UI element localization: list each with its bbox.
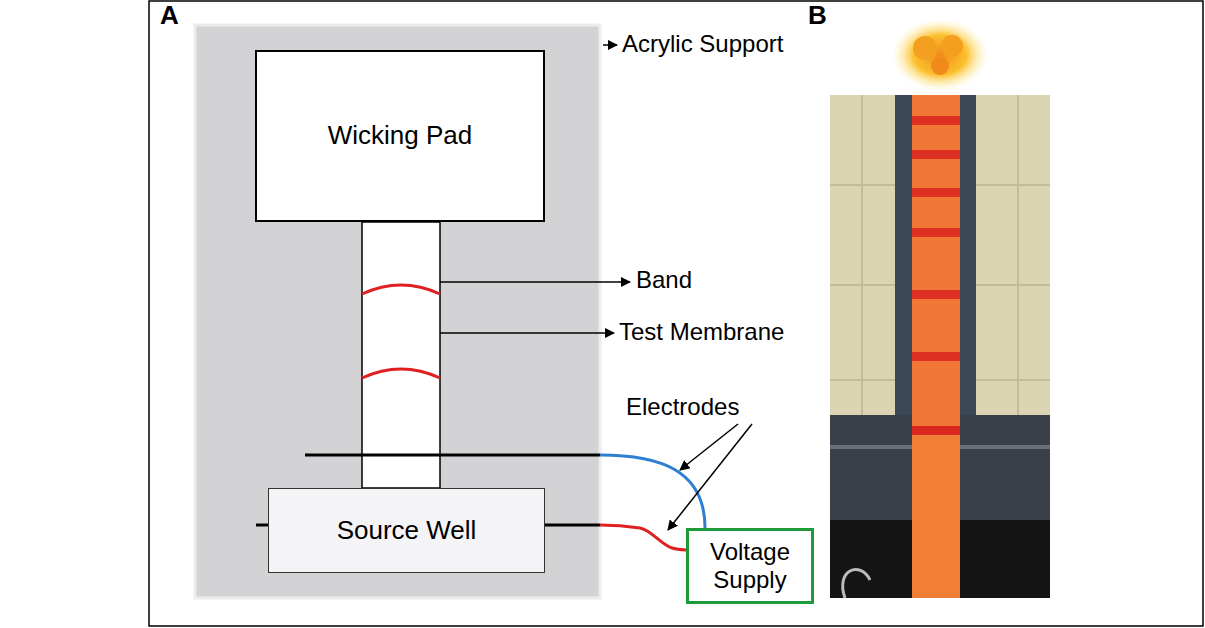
leader-arrow (440, 281, 630, 283)
part-label: Band (636, 266, 692, 294)
frame (149, 1, 1203, 626)
band-arc (362, 369, 440, 378)
wire-connector (545, 525, 686, 550)
test-membrane (362, 222, 440, 488)
photo (830, 19, 1050, 598)
blue-wire (600, 455, 705, 528)
panel-letter: B (808, 1, 827, 31)
leader-arrow (440, 332, 614, 334)
electrode (305, 454, 600, 457)
source-well-box: Source Well (268, 488, 545, 573)
node-label: Source Well (337, 516, 477, 546)
leader-arrow (603, 44, 617, 46)
part-label: Electrodes (626, 393, 739, 421)
leader-arrow (668, 424, 752, 530)
electrode (256, 524, 268, 527)
voltage-supply-box: Voltage Supply (686, 528, 814, 604)
band-arc (362, 285, 440, 294)
panel-letter: A (160, 1, 179, 31)
node-label: Wicking Pad (328, 121, 473, 151)
leader-arrow (680, 424, 738, 470)
part-label: Test Membrane (619, 318, 784, 346)
part-label: Acrylic Support (622, 30, 783, 58)
wicking-pad-box: Wicking Pad (255, 50, 545, 222)
acrylic-support (195, 25, 600, 598)
node-label: Voltage Supply (697, 538, 803, 593)
